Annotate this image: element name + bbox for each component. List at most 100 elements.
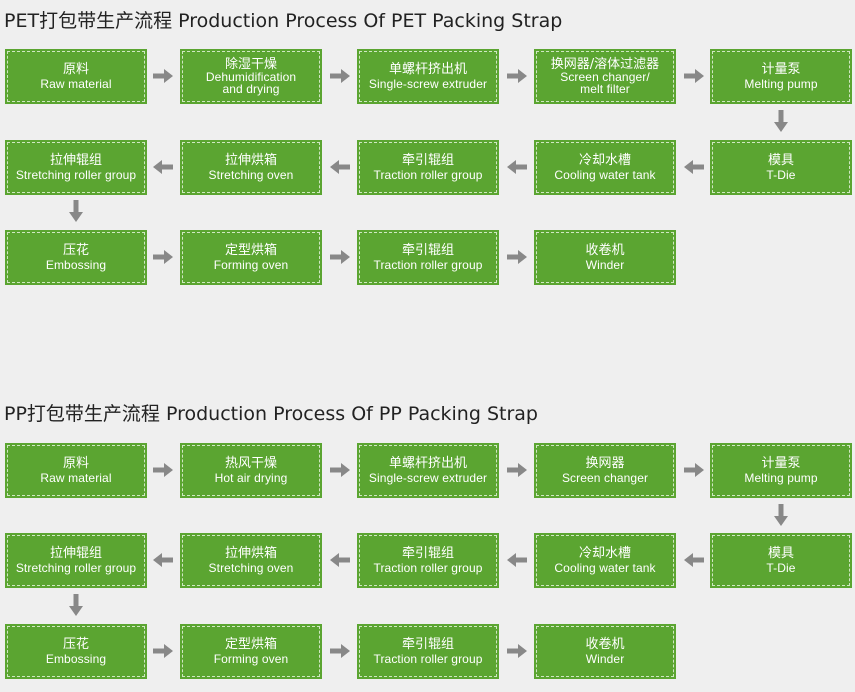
arrow-right-icon — [330, 644, 350, 658]
step-zh-label: 模具 — [767, 152, 794, 168]
arrow-down-icon — [69, 200, 83, 222]
pp-step-stretching-oven: 拉伸烘箱 Stretching oven — [182, 535, 320, 586]
step-en-label: T-Die — [766, 560, 796, 575]
arrow-left-icon — [684, 553, 704, 567]
arrow-down-icon — [69, 594, 83, 616]
arrow-right-icon — [507, 69, 527, 83]
step-en-label: T-Die — [766, 167, 796, 182]
pet-step-melting-pump: 计量泵 Melting pump — [712, 51, 850, 102]
pp-step-single-screw-extruder: 单螺杆挤出机 Single-screw extruder — [359, 445, 497, 496]
pet-step-raw-material: 原料 Raw material — [7, 51, 145, 102]
step-zh-label: 牵引辊组 — [401, 636, 454, 652]
step-en-label: Cooling water tank — [554, 167, 656, 182]
arrow-right-icon — [330, 250, 350, 264]
step-zh-label: 牵引辊组 — [401, 242, 454, 258]
step-zh-label: 单螺杆挤出机 — [388, 455, 467, 471]
step-zh-label: 牵引辊组 — [401, 152, 454, 168]
pp-step-winder: 收卷机 Winder — [536, 626, 674, 677]
pp-step-t-die: 模具 T-Die — [712, 535, 850, 586]
step-zh-label: 热风干燥 — [224, 455, 277, 471]
step-en-label: Melting pump — [744, 470, 818, 485]
pet-step-forming-oven: 定型烘箱 Forming oven — [182, 232, 320, 283]
pp-step-raw-material: 原料 Raw material — [7, 445, 145, 496]
step-en-label: Cooling water tank — [554, 560, 656, 575]
step-zh-label: 模具 — [767, 545, 794, 561]
pp-step-stretching-roller-group: 拉伸辊组 Stretching roller group — [7, 535, 145, 586]
arrow-left-icon — [507, 160, 527, 174]
arrow-right-icon — [153, 69, 173, 83]
step-en-label: Stretching oven — [208, 167, 294, 182]
arrow-right-icon — [684, 463, 704, 477]
arrow-down-icon — [774, 504, 788, 526]
step-en-label: Stretching oven — [208, 560, 294, 575]
step-zh-label: 换网器/溶体过滤器 — [550, 56, 660, 72]
step-zh-label: 单螺杆挤出机 — [388, 61, 467, 77]
step-en-label: Embossing — [45, 651, 107, 666]
step-en-label: Stretching roller group — [15, 560, 137, 575]
arrow-right-icon — [684, 69, 704, 83]
arrow-down-icon — [774, 110, 788, 132]
step-en-label: Single-screw extruder — [368, 470, 488, 485]
step-en-label: Hot air drying — [214, 470, 288, 485]
step-en-label: Forming oven — [213, 651, 289, 666]
step-zh-label: 拉伸辊组 — [49, 545, 102, 561]
step-en-label-line2: melt filter — [580, 81, 630, 96]
step-en-label: Traction roller group — [373, 651, 483, 666]
step-en-label: Embossing — [45, 257, 107, 272]
step-zh-label: 原料 — [62, 455, 89, 471]
arrow-right-icon — [153, 463, 173, 477]
step-en-label: Screen changer — [561, 470, 649, 485]
step-zh-label: 原料 — [62, 61, 89, 77]
step-zh-label: 牵引辊组 — [401, 545, 454, 561]
step-zh-label: 压花 — [62, 636, 89, 652]
arrow-right-icon — [507, 463, 527, 477]
pp-step-cooling-water-tank: 冷却水槽 Cooling water tank — [536, 535, 674, 586]
step-zh-label: 收卷机 — [585, 242, 625, 258]
step-zh-label: 定型烘箱 — [224, 242, 277, 258]
step-zh-label: 压花 — [62, 242, 89, 258]
arrow-left-icon — [153, 160, 173, 174]
arrow-left-icon — [330, 553, 350, 567]
step-zh-label: 除湿干燥 — [224, 56, 277, 72]
arrow-right-icon — [507, 644, 527, 658]
step-en-label: Forming oven — [213, 257, 289, 272]
step-en-label: Winder — [585, 651, 625, 666]
step-en-label: Winder — [585, 257, 625, 272]
pet-step-single-screw-extruder: 单螺杆挤出机 Single-screw extruder — [359, 51, 497, 102]
pet-step-stretching-oven: 拉伸烘箱 Stretching oven — [182, 142, 320, 193]
step-zh-label: 定型烘箱 — [224, 636, 277, 652]
step-en-label: Raw material — [40, 470, 112, 485]
pp-step-forming-oven: 定型烘箱 Forming oven — [182, 626, 320, 677]
step-zh-label: 冷却水槽 — [578, 545, 631, 561]
step-zh-label: 拉伸烘箱 — [224, 545, 277, 561]
arrow-left-icon — [153, 553, 173, 567]
step-en-label: Stretching roller group — [15, 167, 137, 182]
pet-step-winder: 收卷机 Winder — [536, 232, 674, 283]
pet-step-traction-roller-group-2: 牵引辊组 Traction roller group — [359, 232, 497, 283]
pet-step-traction-roller-group: 牵引辊组 Traction roller group — [359, 142, 497, 193]
step-en-label: Melting pump — [744, 76, 818, 91]
pet-step-dehumidification: 除湿干燥 Dehumidification and drying — [182, 51, 320, 102]
step-en-label: Raw material — [40, 76, 112, 91]
arrow-left-icon — [507, 553, 527, 567]
arrow-right-icon — [153, 250, 173, 264]
step-en-label: Traction roller group — [373, 167, 483, 182]
arrow-right-icon — [330, 463, 350, 477]
step-zh-label: 拉伸辊组 — [49, 152, 102, 168]
pp-step-traction-roller-group-2: 牵引辊组 Traction roller group — [359, 626, 497, 677]
arrow-right-icon — [507, 250, 527, 264]
step-en-label-line2: and drying — [222, 81, 280, 96]
step-zh-label: 计量泵 — [761, 455, 801, 471]
pet-step-cooling-water-tank: 冷却水槽 Cooling water tank — [536, 142, 674, 193]
step-en-label: Dehumidification — [205, 69, 297, 84]
pet-step-t-die: 模具 T-Die — [712, 142, 850, 193]
arrow-right-icon — [153, 644, 173, 658]
arrow-left-icon — [684, 160, 704, 174]
step-en-label: Screen changer/ — [560, 69, 650, 84]
pet-step-stretching-roller-group: 拉伸辊组 Stretching roller group — [7, 142, 145, 193]
arrow-left-icon — [330, 160, 350, 174]
step-en-label: Traction roller group — [373, 257, 483, 272]
pet-step-screen-changer: 换网器/溶体过滤器 Screen changer/ melt filter — [536, 51, 674, 102]
pp-step-hot-air-drying: 热风干燥 Hot air drying — [182, 445, 320, 496]
pp-step-melting-pump: 计量泵 Melting pump — [712, 445, 850, 496]
